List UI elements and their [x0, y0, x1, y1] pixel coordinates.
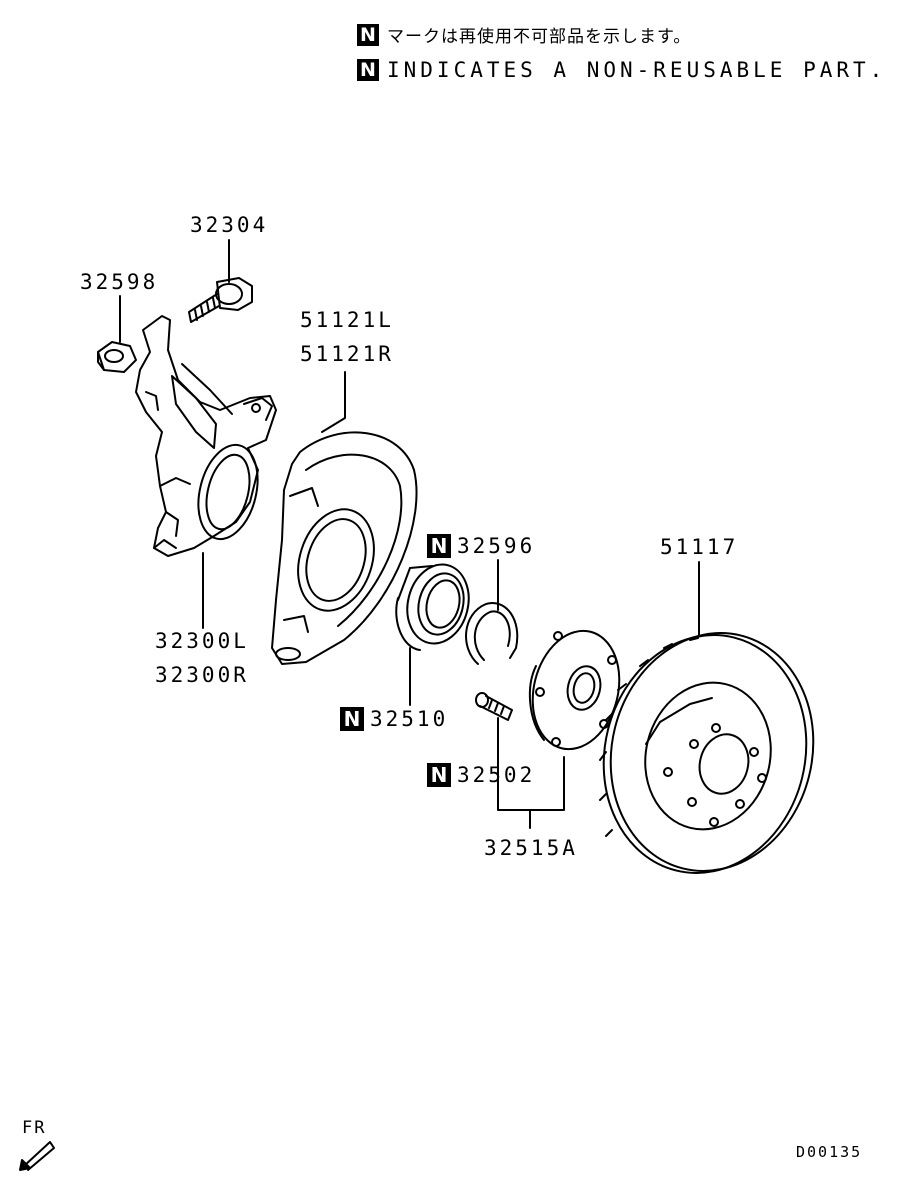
- part-number-dust-cover-right: 51121R: [300, 342, 394, 366]
- part-number-knuckle-left: 32300L: [155, 629, 249, 653]
- non-reusable-badge: N: [357, 59, 379, 81]
- non-reusable-badge: N: [340, 707, 364, 731]
- part-number-nut: 32598: [80, 270, 159, 294]
- part-number-hub-assembly: 32515A: [484, 836, 578, 860]
- knuckle-nut: [97, 341, 137, 373]
- legend-japanese-row: N マークは再使用不可部品を示します。: [357, 22, 691, 47]
- non-reusable-badge: N: [357, 23, 379, 46]
- part-number-bolt: 32304: [190, 213, 269, 237]
- part-number-snap-ring: 32596: [457, 534, 536, 558]
- direction-label: FR: [22, 1118, 47, 1138]
- brake-disc: [599, 632, 815, 874]
- steering-knuckle: [135, 315, 277, 557]
- legend-japanese-text: マークは再使用不可部品を示します。: [387, 27, 692, 47]
- part-callout-snap-ring: N 32596: [427, 534, 535, 558]
- part-number-hub-bolt: 32502: [457, 763, 536, 787]
- hub-bearing: [395, 563, 470, 651]
- snap-ring: [465, 602, 519, 665]
- leader-lines: [119, 239, 700, 829]
- dust-cover: [271, 431, 418, 665]
- front-direction-arrow-icon: [19, 1141, 55, 1171]
- legend-english-row: N INDICATES A NON-REUSABLE PART.: [357, 58, 886, 82]
- part-number-knuckle-right: 32300R: [155, 663, 249, 687]
- part-number-brake-disc: 51117: [660, 535, 739, 559]
- legend-english-text: INDICATES A NON-REUSABLE PART.: [387, 58, 887, 82]
- part-callout-hub-bolt: N 32502: [427, 763, 535, 787]
- diagram-code: D00135: [796, 1143, 863, 1161]
- hub-bolt: [475, 692, 513, 721]
- knuckle-bolt: [188, 277, 253, 323]
- wheel-hub: [528, 629, 621, 751]
- part-number-bearing: 32510: [370, 707, 449, 731]
- non-reusable-badge: N: [427, 534, 451, 558]
- part-callout-bearing: N 32510: [340, 707, 448, 731]
- non-reusable-badge: N: [427, 763, 451, 787]
- part-number-dust-cover-left: 51121L: [300, 308, 394, 332]
